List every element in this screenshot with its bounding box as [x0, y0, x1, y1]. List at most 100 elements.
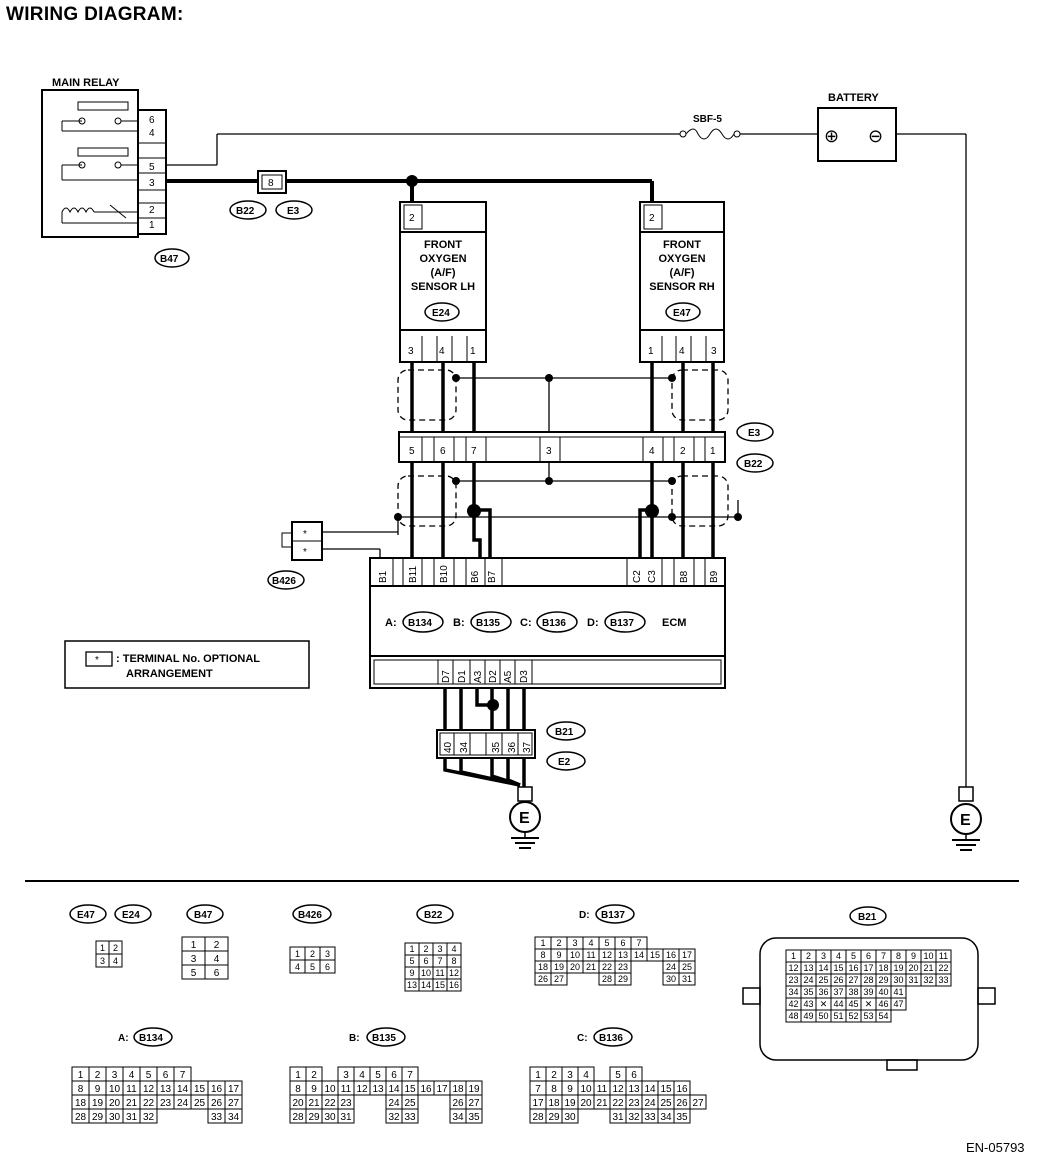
pin-number: 24	[388, 1098, 400, 1109]
pin-number: 15	[650, 950, 660, 960]
main-relay: MAIN RELAY 6 4 5 3 2 1	[41, 77, 167, 238]
pin-number: 30	[893, 975, 903, 985]
battery-plus: ⊕	[824, 126, 839, 146]
svg-text:37: 37	[522, 741, 533, 753]
pin-number: 6	[631, 1070, 637, 1081]
pin-number: 29	[308, 1112, 320, 1123]
svg-text:FRONT: FRONT	[424, 239, 462, 251]
pin-number: 25	[404, 1098, 416, 1109]
pin-cell	[689, 1094, 707, 1110]
pin-number: 6	[163, 1070, 169, 1081]
pin-number: 52	[848, 1011, 858, 1021]
svg-text:D7: D7	[441, 670, 452, 683]
pin-cell	[550, 972, 568, 986]
pin-number: 19	[564, 1098, 576, 1109]
pin-number: 4	[129, 1070, 135, 1081]
svg-text:D:: D:	[587, 617, 599, 629]
connector-B47-oval: B47	[154, 248, 190, 268]
pin-cell	[224, 1108, 243, 1124]
pin-cell	[337, 1108, 355, 1124]
pin-number: 31	[612, 1112, 624, 1123]
svg-text:B47: B47	[160, 254, 179, 265]
connector-E3-B22: 5 6 7 3 4 2 1	[398, 431, 726, 463]
pin-number: 26	[538, 974, 548, 984]
battery: BATTERY ⊕ ⊖	[817, 92, 897, 162]
svg-text:8: 8	[268, 178, 274, 189]
pin-number: 5	[375, 1070, 381, 1081]
pin-number: 15	[660, 1084, 672, 1095]
pin-number: 33	[404, 1112, 416, 1123]
connector-E3-oval-top: E3	[275, 200, 313, 220]
svg-text:B21: B21	[555, 727, 574, 738]
pin-number: 19	[468, 1084, 480, 1095]
pin-cell	[673, 1108, 691, 1124]
pin-number: 1	[540, 938, 545, 948]
svg-text:B1: B1	[378, 570, 389, 583]
pin-number: 6	[866, 951, 871, 961]
pin-number: 25	[818, 975, 828, 985]
svg-text:B22: B22	[424, 910, 443, 921]
pin-number: 7	[881, 951, 886, 961]
shield-lines	[397, 369, 729, 527]
pin-number: 30	[666, 974, 676, 984]
svg-text:B135: B135	[476, 618, 500, 629]
pin-number: 2	[806, 951, 811, 961]
pin-number: 34	[228, 1112, 240, 1123]
pin-number: 28	[863, 975, 873, 985]
pin-number: 53	[863, 1011, 873, 1021]
pin-number: 7	[535, 1084, 541, 1095]
pin-number: 16	[676, 1084, 688, 1095]
pin-number: 12	[449, 968, 459, 978]
pin-number: 10	[570, 950, 580, 960]
pin-number: 17	[228, 1084, 240, 1095]
pin-number: 8	[295, 1084, 301, 1095]
pin-number: 18	[75, 1098, 87, 1109]
pin-number: 2	[310, 949, 315, 959]
svg-text:B136: B136	[542, 618, 566, 629]
pin-number: 13	[372, 1084, 384, 1095]
pin-number: 17	[532, 1098, 544, 1109]
pin-number: 16	[666, 950, 676, 960]
pin-number: 9	[567, 1084, 573, 1095]
svg-text:B:: B:	[349, 1033, 360, 1044]
svg-text:B137: B137	[610, 618, 634, 629]
pin-number: 32	[923, 975, 933, 985]
pin-number: 4	[214, 954, 220, 965]
pin-number: 32	[388, 1112, 400, 1123]
pin-number: 13	[803, 963, 813, 973]
svg-text:E3: E3	[748, 428, 761, 439]
pin-number: 4	[583, 1070, 589, 1081]
pin-number: 35	[803, 987, 813, 997]
svg-text:OXYGEN: OXYGEN	[658, 253, 705, 265]
pin-number: 20	[292, 1098, 304, 1109]
main-relay-label: MAIN RELAY	[52, 77, 120, 89]
pin-number: 49	[803, 1011, 813, 1021]
pin-number: 17	[863, 963, 873, 973]
svg-text:OXYGEN: OXYGEN	[419, 253, 466, 265]
sensor-lh: 2 FRONT OXYGEN (A/F) SENSOR LH E24 3 4 1	[399, 201, 487, 363]
pin-number: 24	[177, 1098, 189, 1109]
pin-number: 29	[92, 1112, 104, 1123]
pin-number: 20	[580, 1098, 592, 1109]
pin-number: 2	[551, 1070, 557, 1081]
pin-number: 8	[896, 951, 901, 961]
svg-text:A3: A3	[473, 670, 484, 683]
fuse-SBF5: SBF-5	[679, 114, 741, 140]
svg-text:34: 34	[459, 741, 470, 753]
pin-number: 10	[580, 1084, 592, 1095]
svg-text:4: 4	[679, 346, 685, 357]
pin-number: 1	[409, 944, 414, 954]
pin-number: 9	[409, 968, 414, 978]
svg-text:A:: A:	[385, 617, 397, 629]
svg-text:3: 3	[546, 446, 552, 457]
pin-number: 18	[538, 962, 548, 972]
pin-number: 39	[863, 987, 873, 997]
pin-number: ✕	[820, 999, 828, 1009]
connector-B21-E2: 40 34 35 36 37	[436, 729, 536, 759]
svg-text:C:: C:	[520, 617, 532, 629]
svg-text:A:: A:	[118, 1033, 129, 1044]
pin-number: 21	[586, 962, 596, 972]
svg-text:B134: B134	[408, 618, 432, 629]
